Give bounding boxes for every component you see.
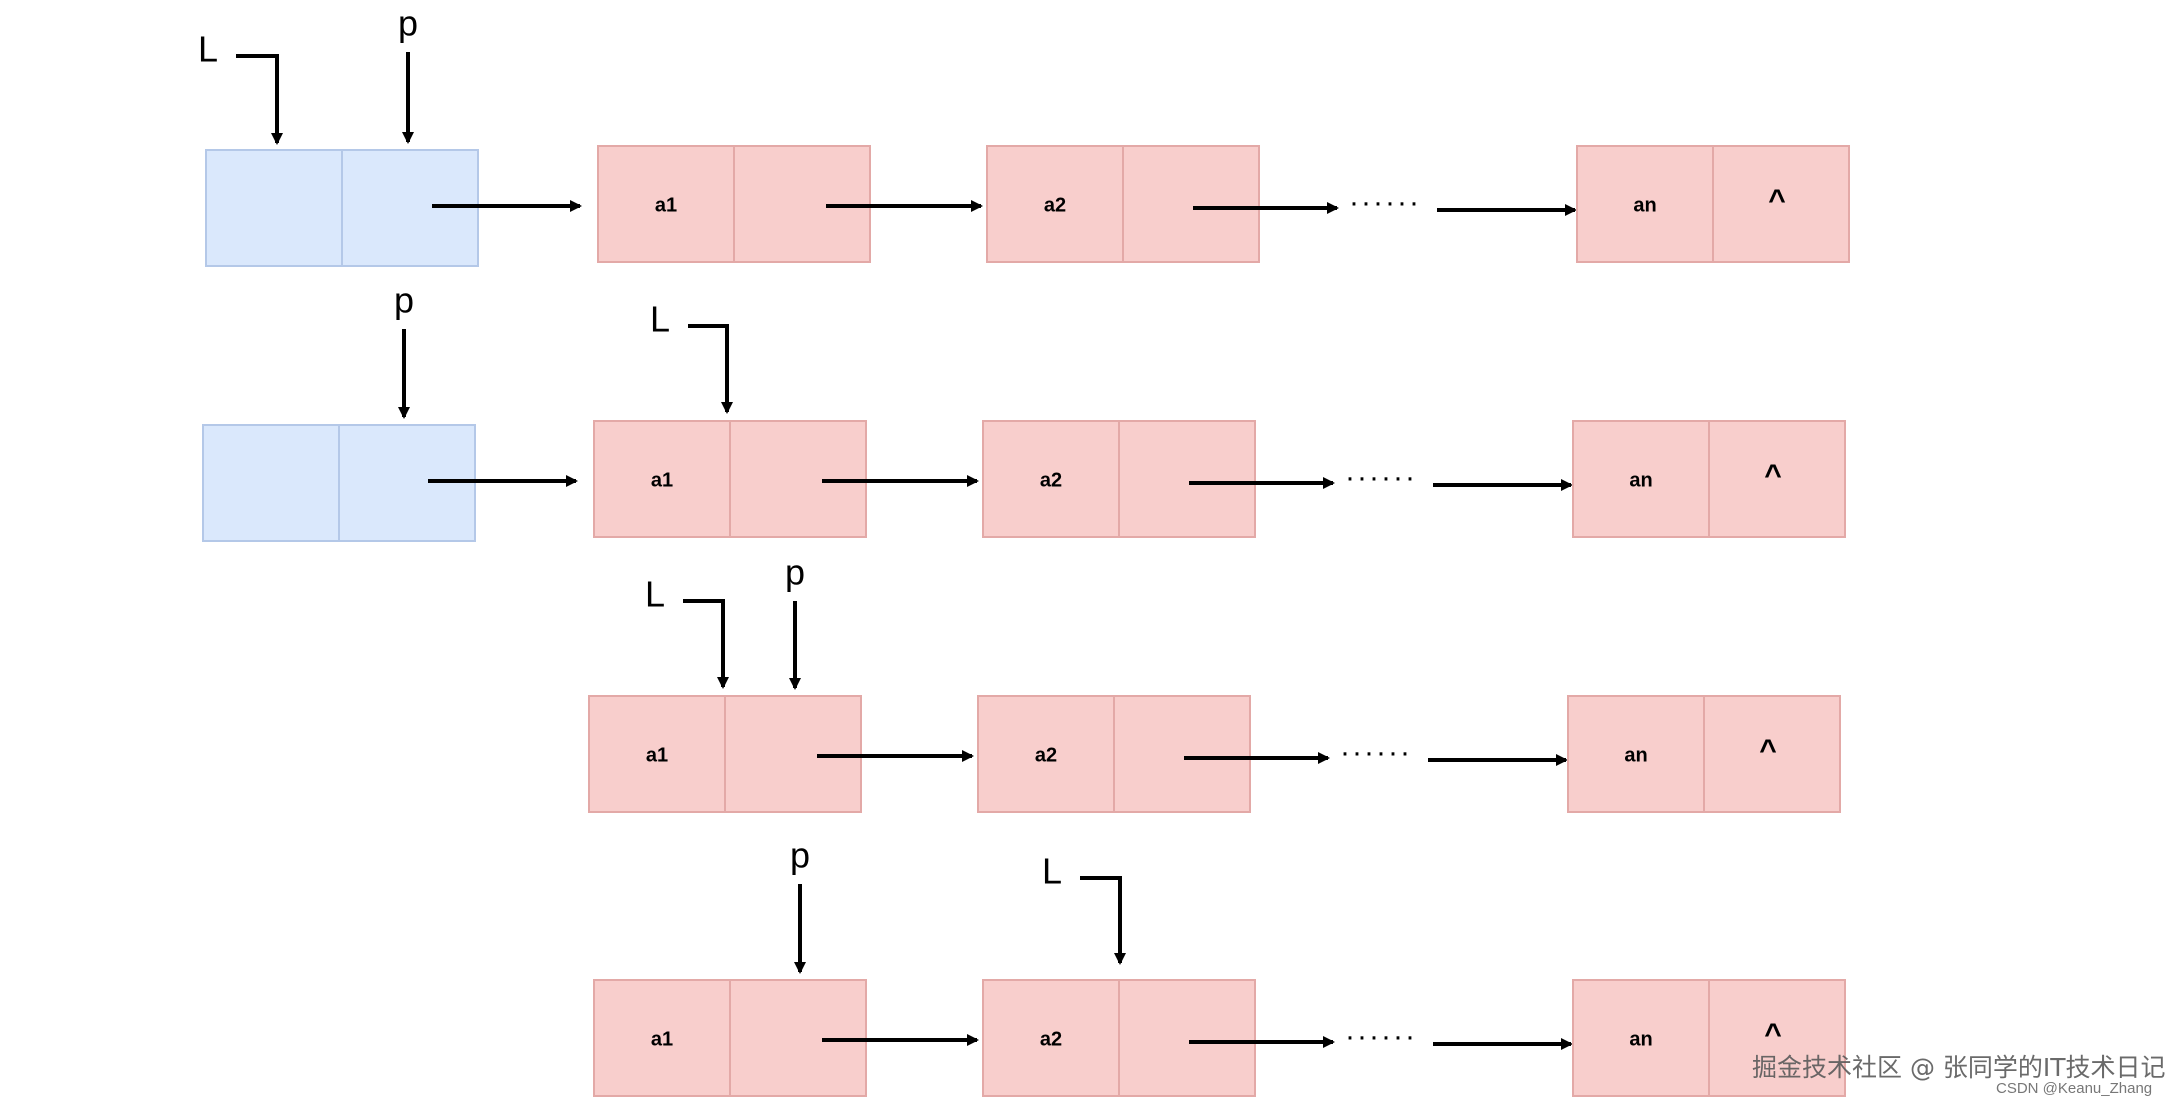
node-an-next-cell: [1708, 420, 1846, 538]
node-a2-next-cell: [1113, 695, 1251, 813]
node-a2-label: a2: [1040, 469, 1062, 491]
ellipsis: ······: [1345, 461, 1417, 494]
pointer-L-label: L: [645, 574, 665, 615]
node-an-next-cell: [1712, 145, 1850, 263]
node-a2-next-cell: [1122, 145, 1260, 263]
ellipsis: ······: [1349, 186, 1421, 219]
null-pointer-symbol: ^: [1764, 1018, 1782, 1051]
node-a1-label: a1: [651, 469, 673, 491]
node-an-label: an: [1629, 469, 1652, 491]
node-a1-data-cell: [593, 420, 731, 538]
head-node-data-cell: [202, 424, 340, 542]
pointer-L-label: L: [1042, 851, 1062, 892]
node-a2-next-cell: [1118, 979, 1256, 1097]
node-a2-label: a2: [1044, 194, 1066, 216]
node-an-data-cell: [1567, 695, 1705, 813]
node-a1-label: a1: [651, 1028, 673, 1050]
ellipsis: ······: [1340, 736, 1412, 769]
pointer-p-label: p: [398, 3, 418, 44]
pointer-p-label: p: [790, 835, 810, 876]
node-a1-data-cell: [593, 979, 731, 1097]
node-an-data-cell: [1576, 145, 1714, 263]
head-node-data-cell: [205, 149, 343, 267]
pointer-L-arrow: [688, 324, 733, 414]
pointer-p-label: p: [394, 280, 414, 321]
node-a2-data-cell: [986, 145, 1124, 263]
node-an-label: an: [1633, 194, 1656, 216]
node-a2-next-cell: [1118, 420, 1256, 538]
watermark-sub: CSDN @Keanu_Zhang: [1996, 1080, 2153, 1097]
node-a1-label: a1: [655, 194, 677, 216]
node-an-label: an: [1624, 744, 1647, 766]
node-an-label: an: [1629, 1028, 1652, 1050]
node-a2-data-cell: [977, 695, 1115, 813]
pointer-L-label: L: [198, 29, 218, 70]
pointer-L-arrow: [683, 599, 729, 689]
node-a2-label: a2: [1035, 744, 1057, 766]
node-a2-label: a2: [1040, 1028, 1062, 1050]
node-an-data-cell: [1572, 420, 1710, 538]
null-pointer-symbol: ^: [1764, 459, 1782, 492]
ellipsis: ······: [1345, 1020, 1417, 1053]
node-a1-data-cell: [597, 145, 735, 263]
pointer-L-label: L: [650, 299, 670, 340]
null-pointer-symbol: ^: [1759, 734, 1777, 767]
node-an-data-cell: [1572, 979, 1710, 1097]
pointer-L-arrow: [1080, 876, 1126, 965]
pointer-p-label: p: [785, 552, 805, 593]
node-a2-data-cell: [982, 979, 1120, 1097]
node-a1-label: a1: [646, 744, 668, 766]
watermark-main: 掘金技术社区 @ 张同学的IT技术日记: [1752, 1053, 2166, 1082]
node-an-next-cell: [1708, 979, 1846, 1097]
node-a1-data-cell: [588, 695, 726, 813]
null-pointer-symbol: ^: [1768, 184, 1786, 217]
node-an-next-cell: [1703, 695, 1841, 813]
pointer-L-arrow: [236, 54, 283, 145]
